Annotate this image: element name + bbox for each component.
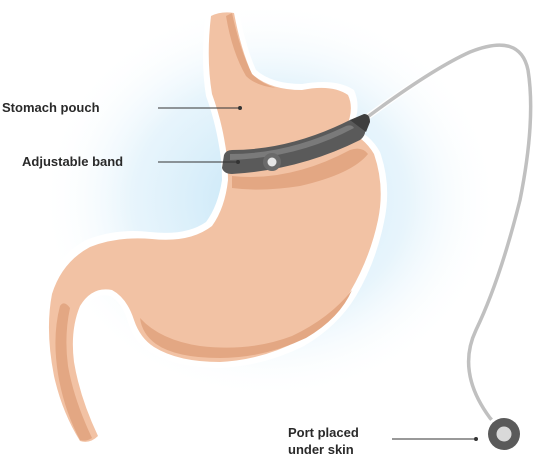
label-port-line2: under skin	[288, 442, 354, 457]
label-adjustable-band: Adjustable band	[22, 154, 124, 169]
label-port: Port placed under skin	[288, 424, 359, 458]
access-tube-core	[356, 43, 533, 434]
band-connector	[350, 114, 370, 132]
label-port-line1: Port placed	[288, 425, 359, 440]
pouch-shade	[226, 13, 276, 88]
label-stomach-pouch: Stomach pouch	[2, 100, 100, 115]
lower-curvature-shade	[140, 290, 352, 358]
leader-dot-port	[474, 437, 478, 441]
adjustable-band-highlight	[230, 125, 354, 160]
port-membrane	[496, 426, 512, 442]
band-shadow	[232, 148, 368, 190]
leader-dot-adjustable-band	[236, 160, 240, 164]
leader-dot-stomach-pouch	[238, 106, 242, 110]
band-clasp-center	[267, 157, 277, 167]
duodenum-shade	[55, 303, 92, 441]
